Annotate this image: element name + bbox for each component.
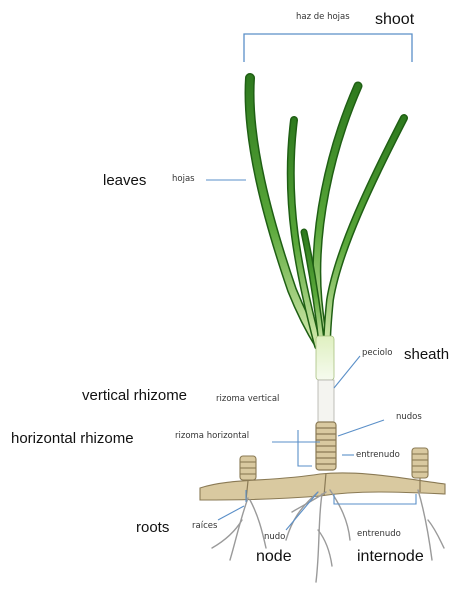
shoot-label-es: haz de hojas: [296, 13, 350, 22]
nodes-label-es: nudos: [396, 413, 422, 422]
shoot-bracket: [244, 34, 412, 62]
node-label: node: [256, 549, 292, 565]
vertical-rhizome-stem: [318, 380, 334, 422]
shoot-label: shoot: [375, 12, 414, 28]
node-label-es: nudo: [264, 533, 285, 542]
vertical-rhizome-nodes: [316, 422, 336, 470]
internode-label-es: entrenudo: [357, 530, 401, 539]
internode-label: internode: [357, 549, 424, 565]
vertical-rhizome-label: vertical rhizome: [82, 388, 187, 403]
roots-label: roots: [136, 520, 169, 535]
sheath-label-es: peciolo: [362, 349, 392, 358]
vertical-rhizome-label-es: rizoma vertical: [216, 395, 279, 404]
leaf-blades: [250, 78, 404, 346]
sheath-label: sheath: [404, 347, 449, 362]
horizontal-rhizome-label: horizontal rhizome: [11, 431, 134, 446]
sheath: [316, 336, 334, 380]
internode-label-es-upper: entrenudo: [356, 451, 400, 460]
leaves-label: leaves: [103, 173, 146, 188]
horizontal-rhizome-label-es: rizoma horizontal: [175, 432, 249, 441]
leaves-label-es: hojas: [172, 175, 195, 184]
horizontal-rhizome: [200, 473, 445, 500]
roots-label-es: raíces: [192, 522, 217, 531]
